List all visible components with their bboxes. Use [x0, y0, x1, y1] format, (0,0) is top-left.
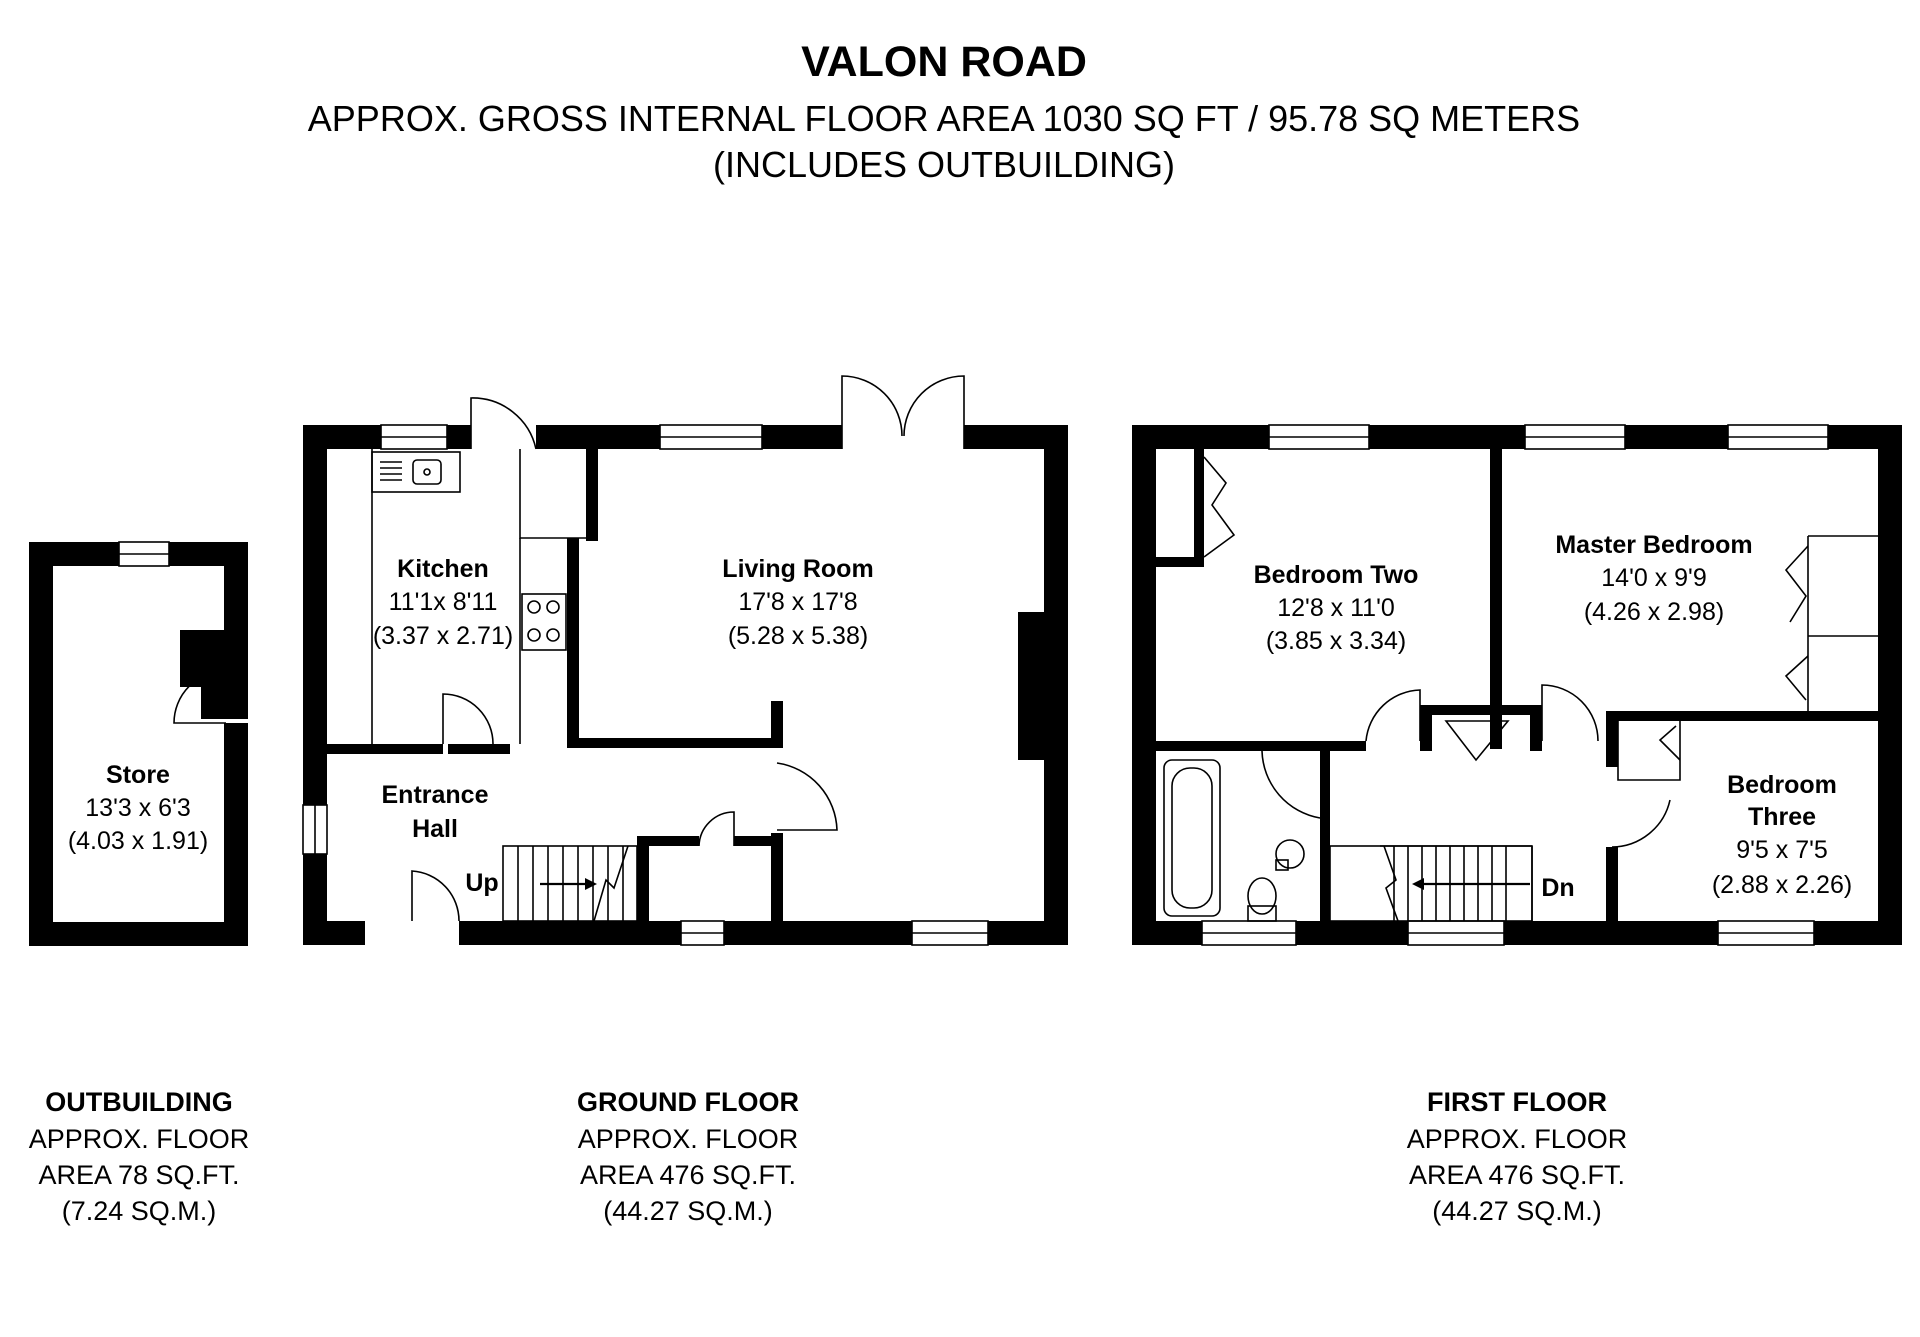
bedroom-two-door [1365, 689, 1421, 742]
master-bedroom-door [1541, 684, 1599, 742]
washbasin [1275, 839, 1305, 869]
kitchen-back-door [470, 397, 537, 450]
airing-cupboard [1444, 720, 1510, 762]
wall [224, 723, 248, 946]
living-room-dims-metric: (5.28 x 5.38) [728, 622, 868, 650]
stairs-down-label: Dn [1541, 874, 1574, 902]
first-floor-plan [1132, 424, 1902, 946]
floor-area-line1: APPROX. FLOOR [29, 1124, 250, 1154]
store-door [173, 670, 227, 724]
outbuilding-plan [29, 541, 248, 946]
kitchen-door [442, 693, 494, 745]
living-french-door-right [903, 375, 965, 449]
toilet [1247, 877, 1277, 915]
front-door [411, 870, 460, 922]
kitchen-dims-imperial: 11'1x 8'11 [389, 588, 498, 616]
kitchen-label: Kitchen [397, 555, 489, 583]
stairs-up-label: Up [465, 869, 498, 897]
floor-area-line3: (44.27 SQ.M.) [603, 1196, 773, 1226]
first-floor-caption: FIRST FLOOR APPROX. FLOOR AREA 476 SQ.FT… [1407, 1087, 1628, 1226]
floor-area-line2: AREA 476 SQ.FT. [1409, 1160, 1625, 1190]
living-room-door [776, 762, 838, 831]
bedroom-three-label-line2: Three [1748, 803, 1816, 831]
bedroom-two-dims-metric: (3.85 x 3.34) [1266, 627, 1406, 655]
living-french-door-left [841, 375, 903, 449]
cupboard-door [698, 811, 735, 847]
bathtub [1163, 759, 1221, 917]
store-dims-imperial: 13'3 x 6'3 [85, 794, 190, 822]
living-room-label: Living Room [722, 555, 873, 583]
wall [29, 542, 53, 946]
store-dims-metric: (4.03 x 1.91) [68, 827, 208, 855]
floor-area-line3: (44.27 SQ.M.) [1432, 1196, 1602, 1226]
outbuilding-caption: OUTBUILDING APPROX. FLOOR AREA 78 SQ.FT.… [29, 1087, 250, 1226]
master-bedroom-dims-metric: (4.26 x 2.98) [1584, 598, 1724, 626]
bedroom-three-label-line1: Bedroom [1727, 771, 1837, 799]
bathroom-door [1261, 750, 1321, 819]
floor-name: OUTBUILDING [45, 1087, 232, 1117]
store-label: Store [106, 761, 170, 789]
plan-subtitle: APPROX. GROSS INTERNAL FLOOR AREA 1030 S… [308, 98, 1580, 139]
ground-stairs [502, 845, 638, 922]
living-room-dims-imperial: 17'8 x 17'8 [738, 588, 857, 616]
plan-title: VALON ROAD [801, 38, 1087, 86]
entrance-hall-label-line1: Entrance [382, 781, 489, 809]
bedroom-three-dims-imperial: 9'5 x 7'5 [1736, 836, 1828, 864]
floor-area-line2: AREA 476 SQ.FT. [580, 1160, 796, 1190]
wall [29, 922, 248, 946]
floor-area-line1: APPROX. FLOOR [578, 1124, 799, 1154]
bedroom-two-dims-imperial: 12'8 x 11'0 [1277, 594, 1395, 622]
master-bedroom-label: Master Bedroom [1555, 531, 1752, 559]
bedroom-three-door [1611, 799, 1671, 848]
bedroom-two-label: Bedroom Two [1254, 561, 1419, 589]
floor-area-line2: AREA 78 SQ.FT. [38, 1160, 239, 1190]
floor-area-line3: (7.24 SQ.M.) [62, 1196, 217, 1226]
first-floor-stairs [1329, 845, 1533, 922]
bedroom-three-dims-metric: (2.88 x 2.26) [1712, 871, 1852, 899]
floor-name: GROUND FLOOR [577, 1087, 799, 1117]
kitchen-dims-metric: (3.37 x 2.71) [373, 622, 513, 650]
ground-floor-caption: GROUND FLOOR APPROX. FLOOR AREA 476 SQ.F… [577, 1087, 799, 1226]
entrance-hall-label-line2: Hall [412, 815, 458, 843]
floor-area-line1: APPROX. FLOOR [1407, 1124, 1628, 1154]
floor-name: FIRST FLOOR [1427, 1087, 1607, 1117]
master-bedroom-dims-imperial: 14'0 x 9'9 [1601, 564, 1706, 592]
ground-floor-plan [302, 375, 1068, 946]
plan-note: (INCLUDES OUTBUILDING) [713, 144, 1175, 185]
